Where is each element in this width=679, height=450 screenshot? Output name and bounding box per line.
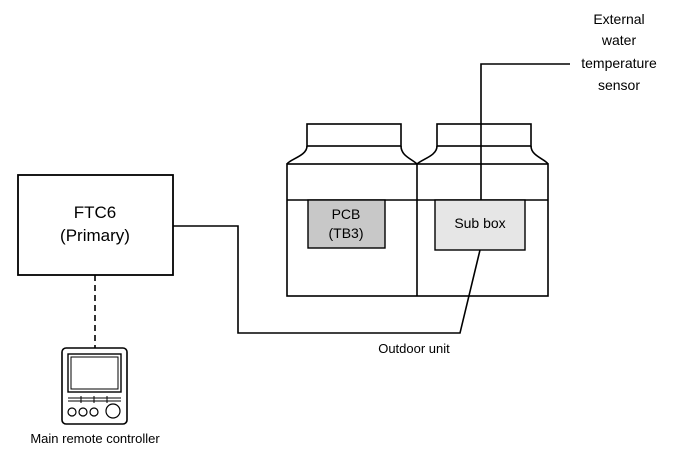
sensor-label-line3: temperature (581, 55, 657, 71)
main-remote-controller (61, 347, 128, 425)
main-remote-controller-label: Main remote controller (30, 431, 160, 446)
ftc6-to-sub-box-cable (173, 225, 481, 334)
ftc6-label: FTC6 (74, 203, 117, 222)
sensor-label-line1: External (593, 11, 644, 27)
outdoor-unit-label: Outdoor unit (378, 341, 450, 356)
sensor-label-line2: water (601, 32, 637, 48)
ftc6-box (17, 174, 174, 276)
external-sensor-cable (480, 63, 570, 200)
pcb-tb3-box (307, 199, 386, 249)
pcb-label: PCB (332, 206, 361, 222)
pcb-sublabel: (TB3) (329, 225, 364, 241)
sub-box-label: Sub box (454, 215, 505, 231)
sensor-label-line4: sensor (598, 77, 640, 93)
ftc6-sublabel: (Primary) (60, 226, 130, 245)
